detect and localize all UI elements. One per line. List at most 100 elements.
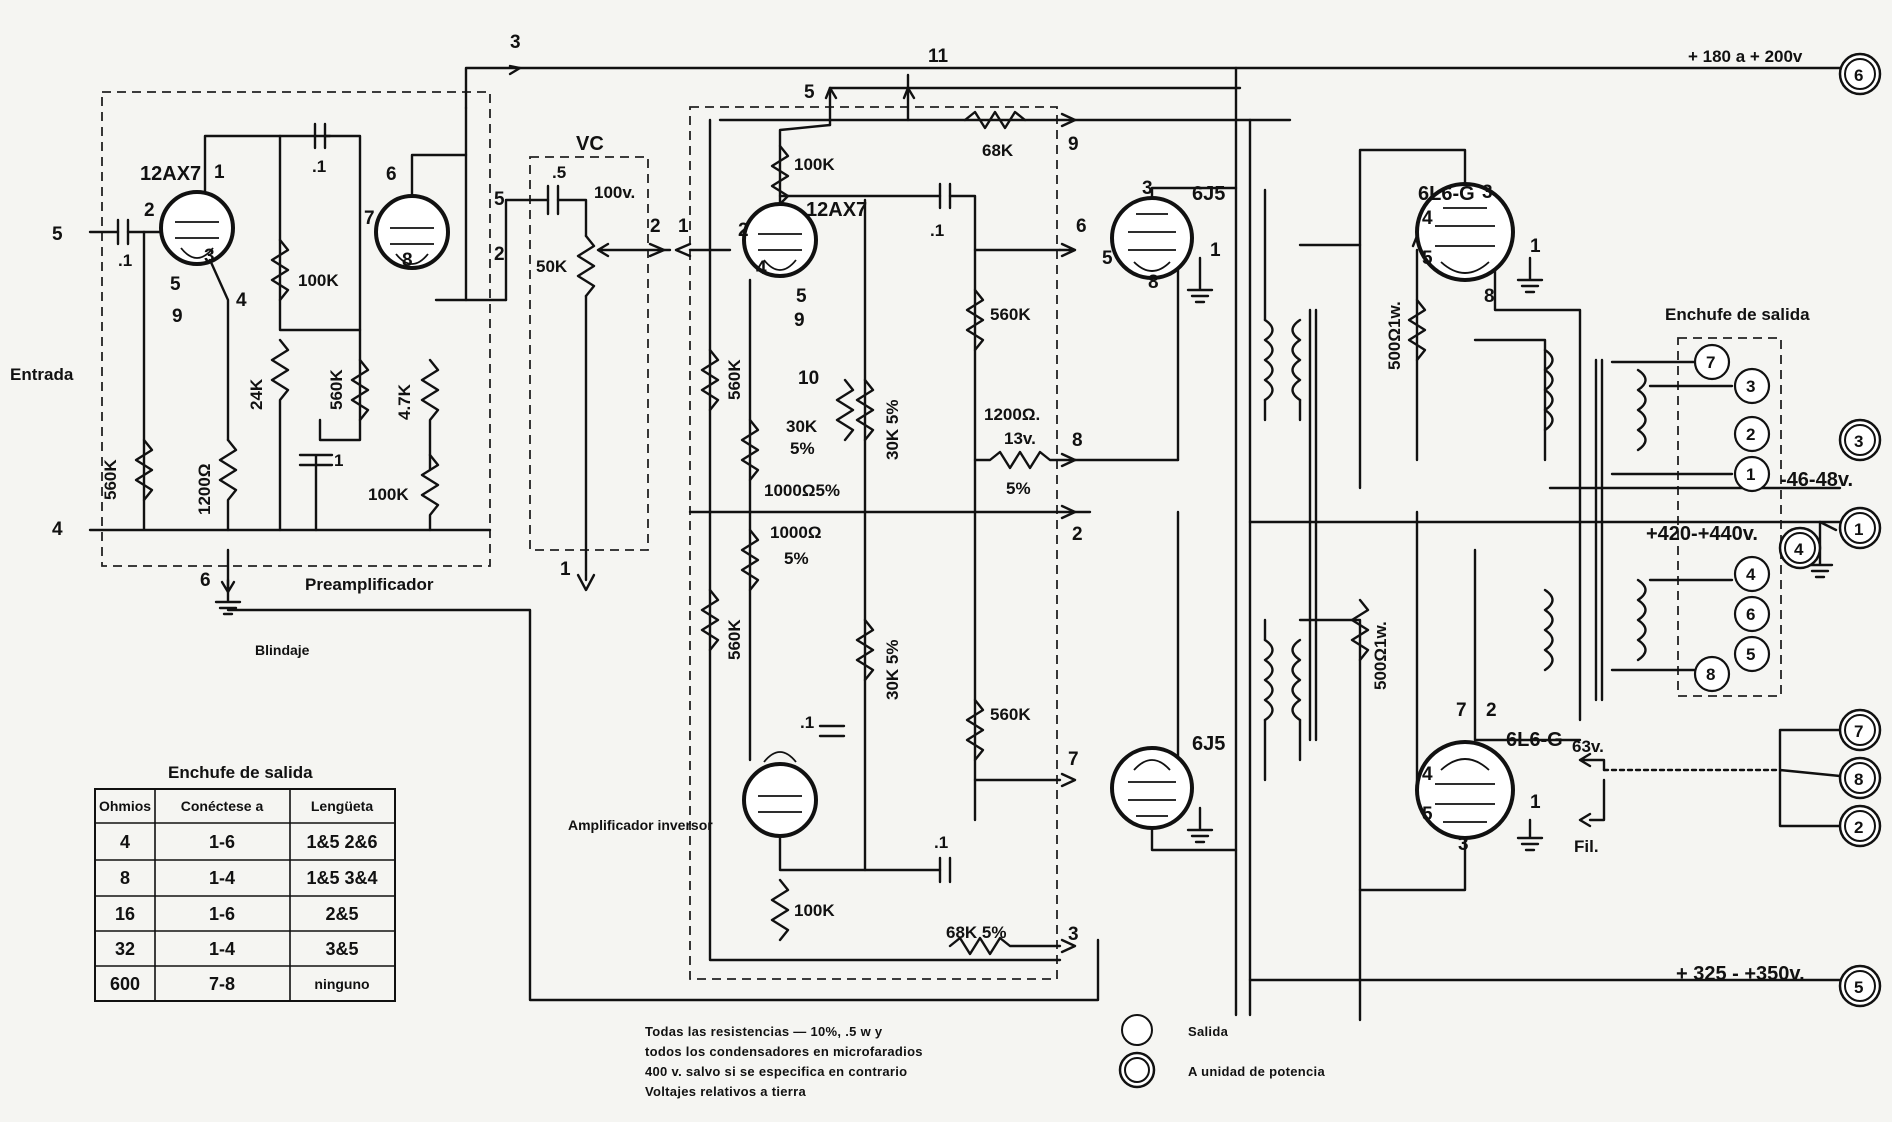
r-500-b-label: 500Ω1w. (1371, 621, 1390, 690)
label-entrada: Entrada (10, 365, 74, 384)
table-cell: 4 (120, 832, 130, 852)
out-7: 7 (1854, 722, 1863, 741)
c-inv-bot-label: .1 (934, 833, 948, 852)
pin-4b: 4 (756, 258, 767, 279)
hv-rails (1248, 486, 1842, 524)
r-100k-inv2-label: 100K (794, 901, 835, 920)
v-b-low: + 180 a + 200v (1688, 47, 1803, 66)
t3: 3 (510, 32, 521, 53)
pin-1d: 1 (1530, 236, 1541, 257)
inv-plate (778, 123, 832, 206)
out-6: 6 (1854, 66, 1863, 85)
socket-box (1677, 337, 1782, 697)
pin-8c: 8 (1148, 272, 1159, 293)
t2: 2 (1072, 524, 1083, 545)
vc-input (504, 198, 550, 302)
inv-plate-bus (948, 194, 977, 822)
coil-t1-b (1291, 318, 1302, 402)
table-header: Ohmios (99, 798, 151, 814)
vc-wiper (596, 242, 672, 258)
arrows-5-11 (824, 86, 916, 100)
6l6-bottom-plate (1358, 836, 1467, 892)
table-title: Enchufe de salida (168, 763, 313, 782)
r-1200-13 (973, 450, 1077, 470)
pin-3a: 3 (204, 246, 215, 267)
plate-resistor-feed (278, 134, 362, 332)
r-1200-13-label: 1200Ω. (984, 405, 1040, 424)
legend-double: A unidad de potencia (1188, 1064, 1325, 1079)
out-2: 2 (1854, 818, 1863, 837)
out-8: 8 (1854, 770, 1863, 789)
tube-6j5-bottom-elements (1128, 759, 1176, 817)
ground-bus-preamp (88, 230, 492, 532)
inv-b-plate (778, 834, 942, 872)
r-560k-in (134, 438, 154, 502)
tube-label-6l6-bottom: 6L6-G (1506, 729, 1563, 751)
pin-2a: 2 (144, 200, 155, 221)
r-500-a-label: 500Ω1w. (1385, 301, 1404, 370)
sock-7: 7 (1706, 353, 1715, 372)
vertical-bus (1234, 66, 1252, 1017)
ground-blindaje (214, 548, 242, 616)
r-30k-b-label: 30K 5% (883, 400, 902, 460)
r-vc-pot (576, 234, 596, 298)
table-cell: 1&5 3&4 (306, 868, 377, 888)
coil-sec-b (1636, 578, 1647, 662)
t7: 7 (1068, 749, 1079, 770)
tube-label-6l6-top: 6L6-G (1418, 183, 1475, 205)
arrows-inv-12 (648, 242, 692, 258)
ground-6l6-bottom (1516, 818, 1544, 852)
pin-9a: 9 (172, 306, 183, 327)
6j5-top-leads (1150, 186, 1238, 462)
label-preamp: Preamplificador (305, 575, 434, 594)
r-560k-a-label: 560K (990, 305, 1031, 324)
table-cell: 600 (110, 974, 140, 994)
r-560k-d (700, 588, 720, 652)
coil-out-a (1543, 348, 1554, 432)
note-line-2: todos los condensadores en microfaradios (645, 1044, 923, 1059)
r-30k-b (855, 378, 875, 442)
vc-box (529, 156, 649, 551)
t5: 5 (804, 82, 815, 103)
pin-5b: 5 (796, 286, 807, 307)
ground-6j5-top (1186, 256, 1214, 304)
v-neg: -46-48v. (1780, 469, 1853, 491)
r-68k-label: 68K (982, 141, 1014, 160)
tube-12ax7-inverter-elements (758, 233, 802, 271)
note-line-1: Todas las resistencias — 10%, .5 w y (645, 1024, 883, 1039)
r-24k (270, 338, 290, 532)
r-30k-a (835, 378, 855, 442)
table-cell: 16 (115, 904, 135, 924)
6l6-top-plate (1358, 148, 1467, 247)
c-bypass (298, 453, 334, 532)
pin-5d: 5 (1422, 248, 1433, 269)
sock-2: 2 (1746, 425, 1755, 444)
v-fil-volt: 63v. (1572, 737, 1604, 756)
r-100k-inv2 (770, 878, 790, 942)
sock-3: 3 (1746, 377, 1755, 396)
coil-out-b (1543, 588, 1554, 672)
inv2: 2 (650, 216, 661, 237)
pin-2e: 2 (1486, 700, 1497, 721)
r-vc-label: 50K (536, 257, 568, 276)
r-1000-b-label: 1000Ω (770, 523, 821, 542)
c-inv-top-label: .1 (930, 221, 944, 240)
in6: 6 (200, 570, 211, 591)
c-inv-mid-label: .1 (800, 713, 814, 732)
r-1200-13v-label: 13v. (1004, 429, 1036, 448)
r-68k-5-label: 68K 5% (946, 923, 1006, 942)
r-24k-label: 24K (247, 378, 266, 410)
out-arrows (1058, 112, 1077, 954)
pin-4a: 4 (236, 290, 247, 311)
r-560k-a (965, 288, 985, 352)
inv-left-bus (708, 118, 1062, 962)
ground-6l6-top (1516, 256, 1544, 294)
couple-line (318, 134, 362, 442)
lower-return (226, 608, 1100, 1002)
filament-leads (1578, 752, 1606, 828)
c-couple-label: .1 (312, 157, 326, 176)
r-4.7k-label: 4.7K (395, 383, 414, 420)
core-t1 (1308, 308, 1318, 742)
label-vc: VC (576, 133, 604, 155)
